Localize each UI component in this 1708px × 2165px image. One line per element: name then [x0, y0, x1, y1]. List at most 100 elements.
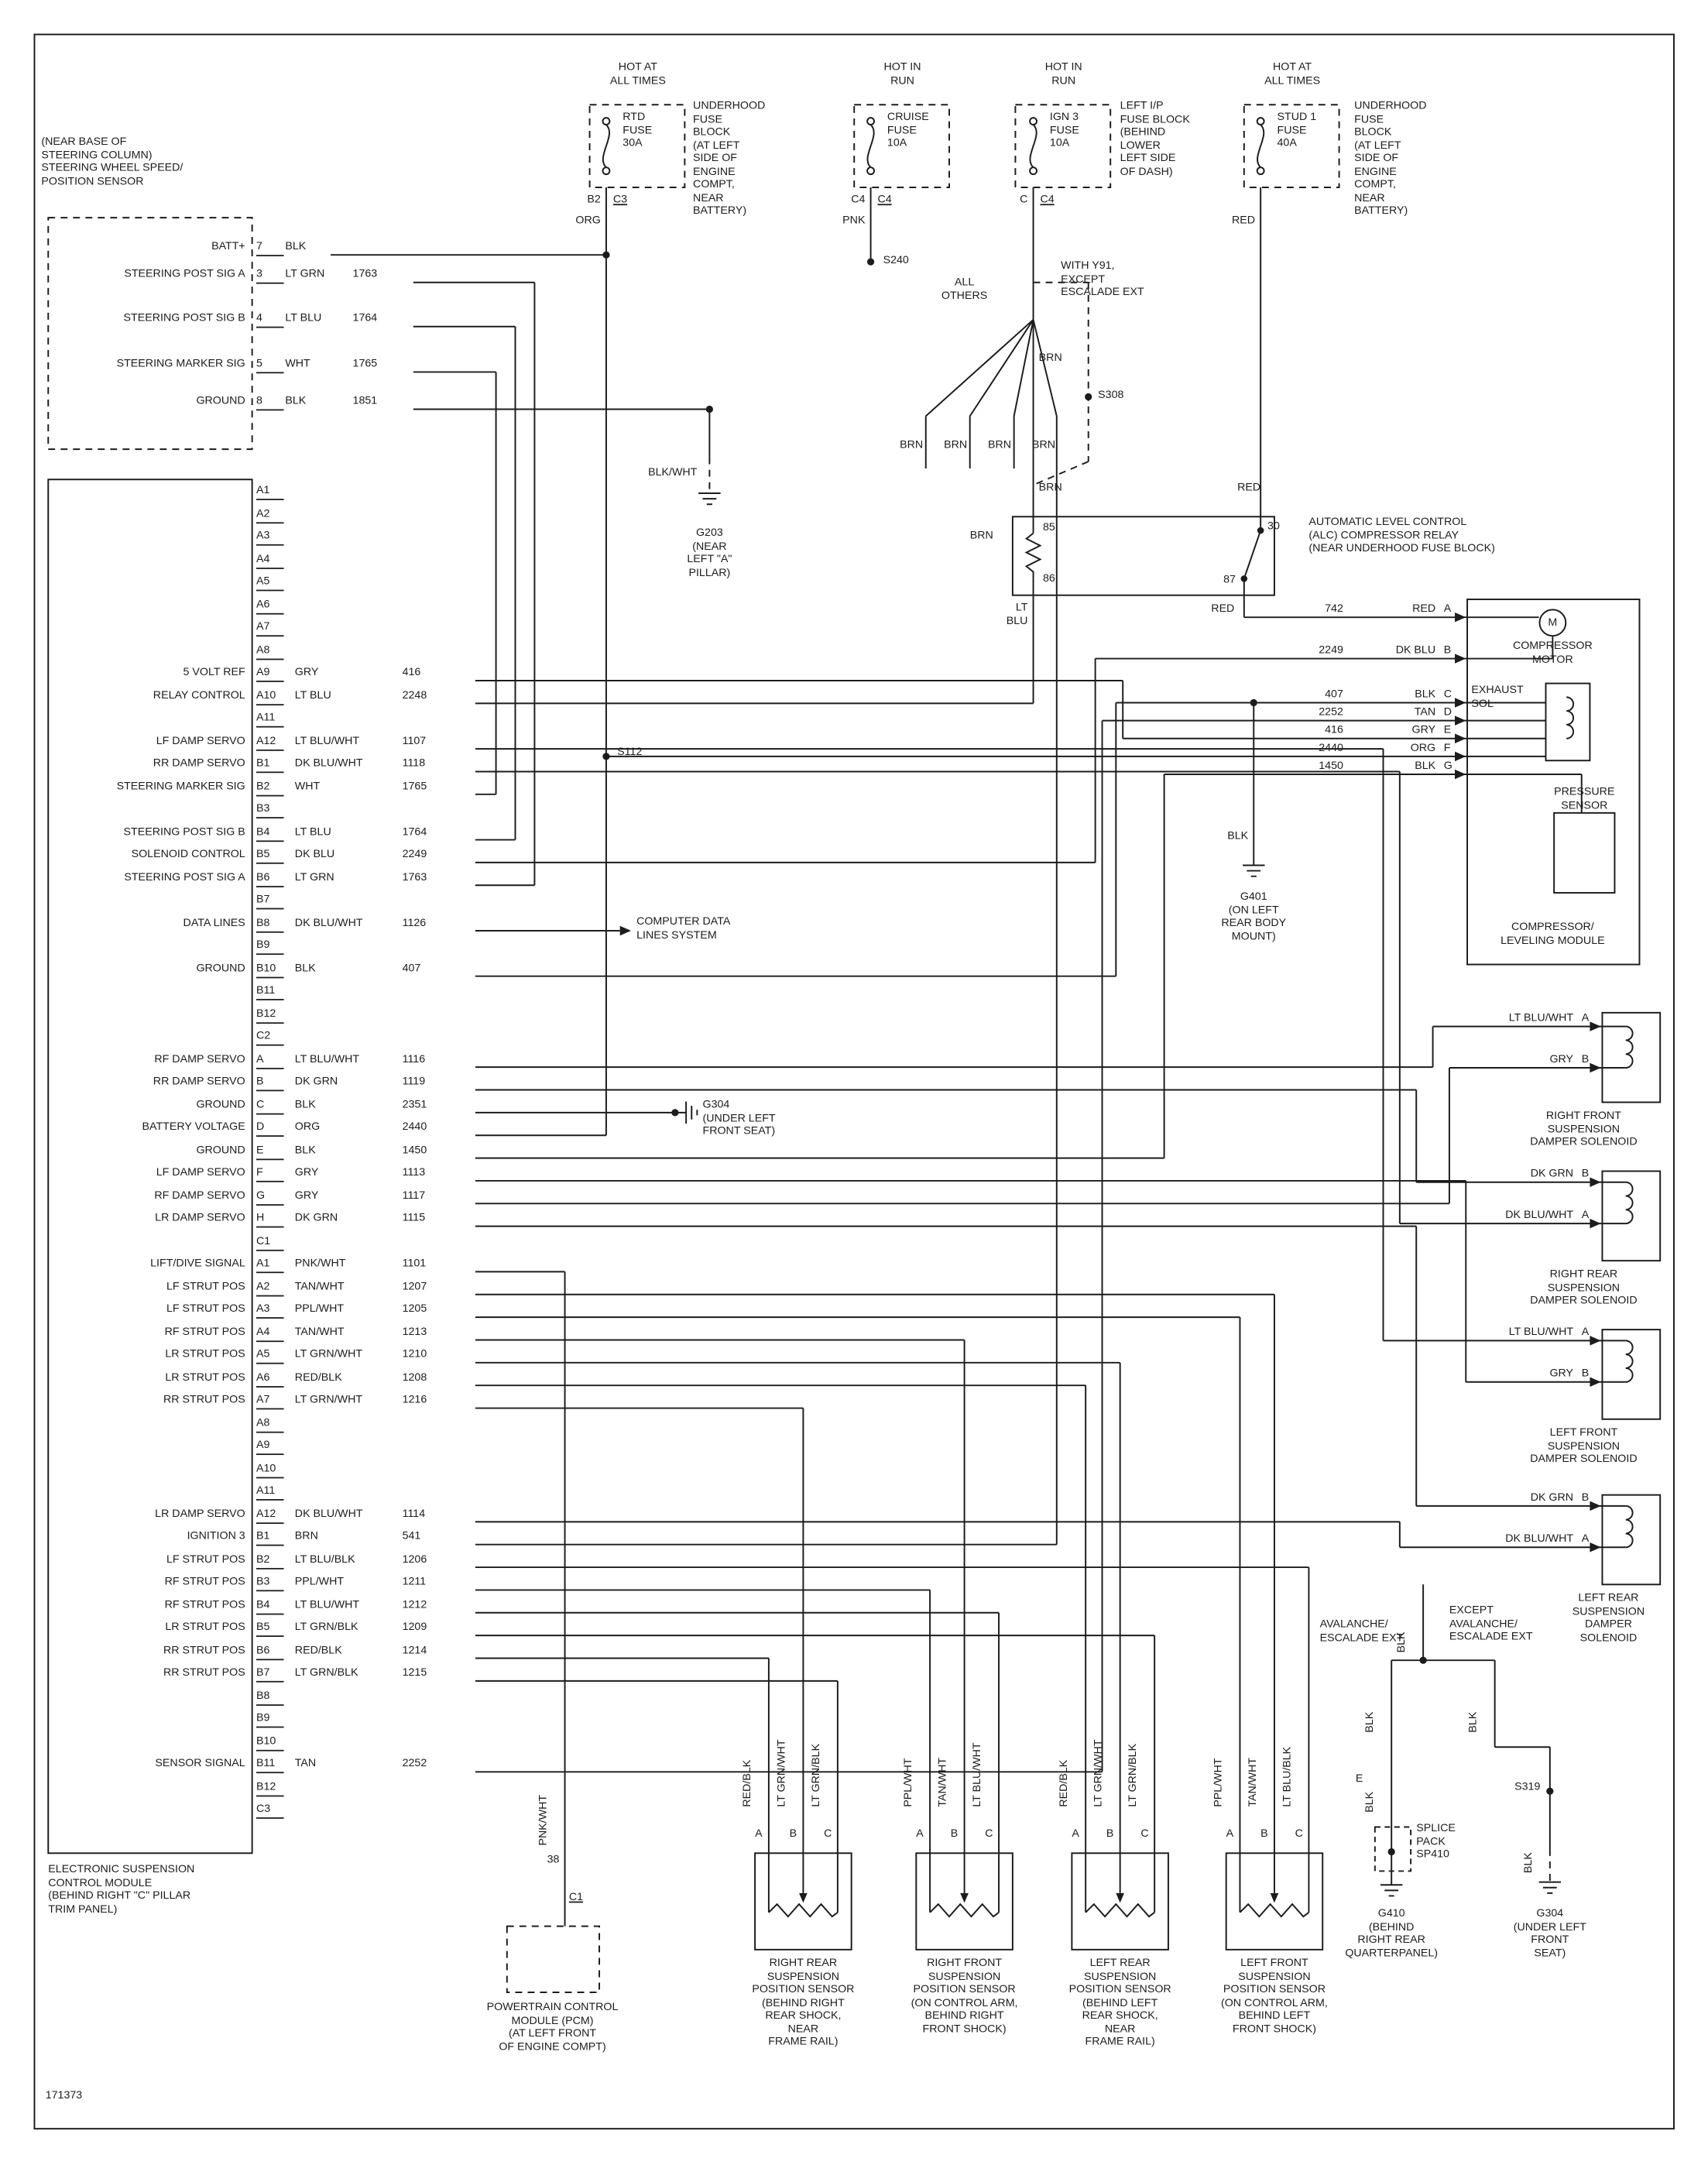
- fuse-cruise-hot-label: HOT IN RUN: [883, 60, 921, 87]
- escm-signal-label: LF DAMP SERVO: [156, 733, 245, 746]
- escm-signal-label: LF STRUT POS: [166, 1279, 245, 1292]
- solenoid-wire-color: GRY: [1549, 1367, 1574, 1380]
- escm-pin-row: RR DAMP SERVO B DK GRN 1119: [53, 1075, 493, 1094]
- sensor-pin: C: [1140, 1827, 1149, 1840]
- sensor-pin: A: [916, 1827, 924, 1840]
- note-with-y91: WITH Y91, EXCEPT ESCALADE EXT: [1061, 259, 1144, 298]
- solenoid-wire-color: GRY: [1549, 1052, 1574, 1065]
- escm-signal-label: DATA LINES: [183, 915, 245, 928]
- splice-s240-label: S240: [883, 253, 909, 266]
- escm-pin-id: B1: [256, 1529, 284, 1546]
- symbols: [602, 124, 1634, 1918]
- escm-wire-color: BLK: [294, 1143, 316, 1156]
- fuse-rtd-conn-right: C3: [612, 193, 628, 206]
- escm-pin-row: LF DAMP SERVO A12 LT BLU/WHT 1107: [53, 734, 493, 753]
- escm-wire-color: TAN/WHT: [294, 1279, 345, 1292]
- escm-pin-row: LR DAMP SERVO A12 DK BLU/WHT 1114: [53, 1507, 493, 1526]
- wire-color-lt-blu: LT BLU: [1006, 600, 1028, 626]
- compressor-pin: C: [1443, 687, 1452, 700]
- escm-pin-id: A: [256, 1052, 284, 1069]
- escm-pin-row: LIFT/DIVE SIGNAL A1 PNK/WHT 1101: [53, 1257, 493, 1276]
- relay-note: AUTOMATIC LEVEL CONTROL (ALC) COMPRESSOR…: [1308, 515, 1495, 554]
- escm-circuit-number: 1214: [402, 1642, 427, 1655]
- exhaust-sol-box: [1545, 682, 1591, 762]
- escm-circuit-number: 1101: [402, 1256, 427, 1269]
- escm-signal-label: RELAY CONTROL: [153, 688, 245, 701]
- escm-signal-label: RR DAMP SERVO: [153, 1074, 245, 1087]
- steering-sensor-box: [47, 217, 253, 451]
- escm-circuit-number: 2440: [402, 1120, 427, 1133]
- escm-pin-id: D: [256, 1120, 284, 1137]
- escm-pin-row: BATTERY VOLTAGE D ORG 2440: [53, 1120, 493, 1140]
- wire-color-pnk: PNK: [842, 213, 866, 226]
- escm-signal-label: LR STRUT POS: [165, 1347, 245, 1360]
- compressor-color: ORG: [1410, 741, 1436, 754]
- escm-signal-label: LR STRUT POS: [165, 1370, 245, 1383]
- escm-pin-id: A3: [256, 1302, 284, 1319]
- escm-signal-label: STEERING POST SIG B: [123, 824, 245, 837]
- escm-pin-row: STEERING POST SIG B B4 LT BLU 1764: [53, 825, 493, 844]
- lr-solenoid-caption: LEFT REAR SUSPENSION DAMPER SOLENOID: [1572, 1591, 1645, 1643]
- motor-letter: M: [1548, 616, 1558, 629]
- wire-color-red-87: RED: [1211, 602, 1235, 615]
- motor-circle: [1538, 609, 1567, 637]
- rr-solenoid-box: [1601, 1170, 1662, 1262]
- escm-wire-color: BRN: [294, 1529, 318, 1542]
- escm-pin-id: A4: [256, 1325, 284, 1342]
- escm-pin-id: B7: [256, 893, 284, 910]
- sensor-pin: A: [1226, 1827, 1234, 1840]
- escm-circuit-number: 1763: [402, 870, 427, 883]
- escm-pin-id: A8: [256, 643, 284, 660]
- escm-pin-id: C2: [256, 1029, 284, 1046]
- rr-position-sensor-caption: RIGHT REAR SUSPENSION POSITION SENSOR (B…: [752, 1956, 855, 2048]
- note-except-avalanche: EXCEPT AVALANCHE/ ESCALADE EXT: [1449, 1604, 1533, 1643]
- rf-solenoid-box: [1601, 1011, 1662, 1103]
- sensor-wire-color: LT GRN/WHT: [1092, 1739, 1105, 1807]
- escm-pin-row: RF STRUT POS B4 LT BLU/WHT 1212: [53, 1597, 493, 1617]
- escm-pin-id: A12: [256, 734, 284, 750]
- escm-pin-row: A2: [53, 506, 493, 526]
- escm-signal-label: SENSOR SIGNAL: [155, 1756, 245, 1769]
- sensor-wire-color: TAN/WHT: [1246, 1757, 1259, 1807]
- escm-pin-row: LR STRUT POS B5 LT GRN/BLK 1209: [53, 1621, 493, 1640]
- escm-wire-color: LT GRN/BLK: [294, 1620, 358, 1633]
- compressor-module-label: COMPRESSOR/ LEVELING MODULE: [1501, 920, 1605, 946]
- data-lines-arrow: [619, 925, 631, 936]
- ground-g401-caption: G401 (ON LEFT REAR BODY MOUNT): [1221, 890, 1287, 942]
- escm-caption: ELECTRONIC SUSPENSION CONTROL MODULE (BE…: [48, 1862, 195, 1915]
- escm-wire-color: LT BLU: [294, 824, 331, 837]
- compressor-module-box: [1466, 599, 1641, 966]
- escm-pin-id: B2: [256, 779, 284, 796]
- escm-circuit-number: 1209: [402, 1620, 427, 1633]
- escm-pin-id: B8: [256, 1689, 284, 1706]
- splice-pack-sp410-label: SPLICE PACK SP410: [1416, 1821, 1456, 1861]
- escm-circuit-number: 1205: [402, 1302, 427, 1315]
- pcm-connector-c1: C1: [568, 1890, 584, 1903]
- arrowheads: [619, 612, 1601, 1903]
- pcm-wire-color: PNK/WHT: [537, 1794, 550, 1846]
- fuse-rtd-name: RTD FUSE 30A: [622, 110, 653, 149]
- escm-pin-id: C: [256, 1097, 284, 1114]
- escm-pin-row: RR STRUT POS A7 LT GRN/WHT 1216: [53, 1393, 493, 1412]
- lr-solenoid-box: [1601, 1494, 1662, 1586]
- escm-circuit-number: 2252: [402, 1756, 427, 1769]
- escm-circuit-number: 541: [402, 1529, 421, 1542]
- sensor-wire-color: RED/BLK: [1057, 1759, 1070, 1807]
- fuse-stud1-name: STUD 1 FUSE 40A: [1277, 110, 1317, 149]
- fuse-rtd-note: UNDERHOOD FUSE BLOCK (AT LEFT SIDE OF EN…: [693, 99, 766, 217]
- compressor-circuit: 2440: [1319, 741, 1343, 754]
- escm-pin-id: A4: [256, 552, 284, 569]
- escm-circuit-number: 1765: [402, 779, 427, 792]
- fuse-cruise-conn-right: C4: [877, 193, 892, 206]
- escm-signal-label: RF STRUT POS: [164, 1574, 245, 1587]
- compressor-circuit: 416: [1325, 723, 1343, 736]
- escm-pin-id: B1: [256, 757, 284, 774]
- fuse-stud1-note: UNDERHOOD FUSE BLOCK (AT LEFT SIDE OF EN…: [1354, 99, 1427, 217]
- lf-solenoid-box: [1601, 1329, 1662, 1420]
- escm-pin-row: LF DAMP SERVO F GRY 1113: [53, 1165, 493, 1185]
- solenoid-wire-color: DK BLU/WHT: [1505, 1532, 1574, 1545]
- escm-wire-color: DK BLU/WHT: [294, 915, 363, 928]
- escm-wire-color: WHT: [294, 779, 321, 792]
